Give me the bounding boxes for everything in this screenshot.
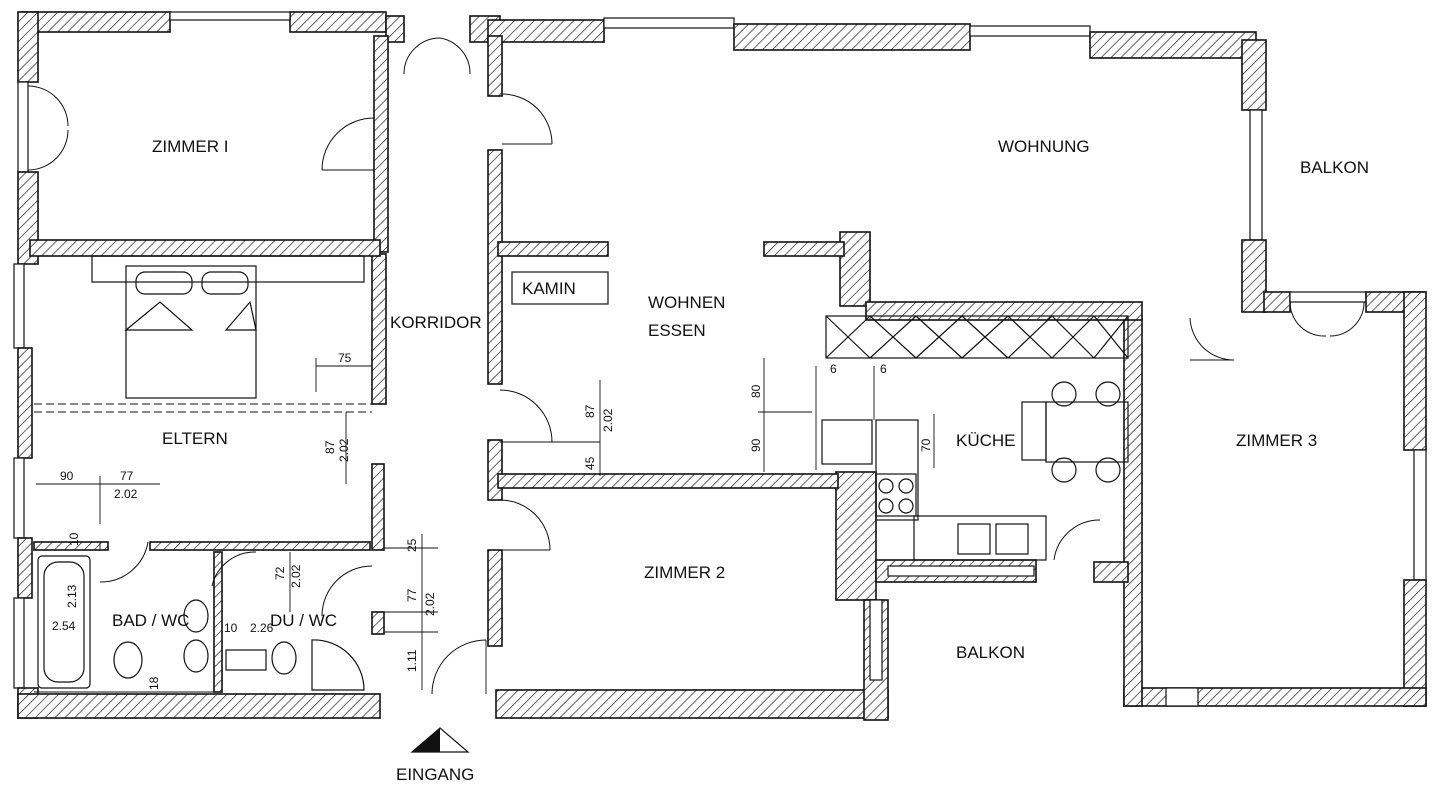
dim-label: 2.02 bbox=[423, 592, 437, 616]
dim-label: 90 bbox=[749, 438, 763, 452]
dim-label: 25 bbox=[405, 538, 419, 552]
entrance-arrow-fill bbox=[412, 728, 440, 752]
room-label-bad: BAD / WC bbox=[112, 611, 189, 630]
dimension-lines bbox=[36, 358, 935, 690]
room-label-kamin: KAMIN bbox=[522, 279, 576, 298]
room-label-wohnen: WOHNEN bbox=[648, 293, 725, 312]
dim-label: 77 bbox=[120, 469, 134, 483]
room-label-korridor: KORRIDOR bbox=[390, 313, 482, 332]
dim-label: 2.13 bbox=[65, 584, 79, 608]
furniture bbox=[34, 255, 1129, 693]
dim-label: 90 bbox=[60, 469, 74, 483]
room-label-zimmer1: ZIMMER I bbox=[152, 137, 229, 156]
room-label-essen: ESSEN bbox=[648, 321, 706, 340]
dim-label: 6 bbox=[880, 362, 887, 376]
room-label-zimmer2: ZIMMER 2 bbox=[644, 563, 725, 582]
dim-label: 18 bbox=[147, 676, 161, 690]
doors bbox=[27, 37, 1365, 695]
room-label-kueche: KÜCHE bbox=[956, 431, 1016, 450]
dim-label: 77 bbox=[405, 588, 419, 602]
dim-label: 2.02 bbox=[114, 487, 138, 501]
room-label-zimmer3: ZIMMER 3 bbox=[1236, 431, 1317, 450]
dim-label: 2.02 bbox=[601, 408, 615, 432]
dim-label: 2.54 bbox=[52, 619, 76, 633]
dim-label: 2.02 bbox=[289, 564, 303, 588]
dim-label: 10 bbox=[224, 621, 238, 635]
dim-label: 6 bbox=[830, 362, 837, 376]
room-label-balkon-bottom: BALKON bbox=[956, 643, 1025, 662]
dim-label: 87 bbox=[583, 404, 597, 418]
dim-label: 45 bbox=[583, 456, 597, 470]
room-label-wohnung: WOHNUNG bbox=[998, 137, 1090, 156]
room-label-balkon-top: BALKON bbox=[1300, 158, 1369, 177]
room-label-du: DU / WC bbox=[270, 611, 337, 630]
exterior-walls bbox=[13, 11, 1427, 721]
dim-label: 80 bbox=[749, 384, 763, 398]
dim-label: 10 bbox=[67, 532, 81, 546]
dim-label: 2.02 bbox=[337, 438, 351, 462]
dim-label: 75 bbox=[338, 351, 352, 365]
entrance-label: EINGANG bbox=[396, 765, 474, 784]
room-label-eltern: ELTERN bbox=[162, 429, 228, 448]
dim-label: 87 bbox=[323, 440, 337, 454]
dim-label: 2.26 bbox=[250, 621, 274, 635]
dim-label: 72 bbox=[273, 566, 287, 580]
dim-label: 70 bbox=[919, 438, 933, 452]
dim-label: 1.11 bbox=[405, 649, 419, 672]
